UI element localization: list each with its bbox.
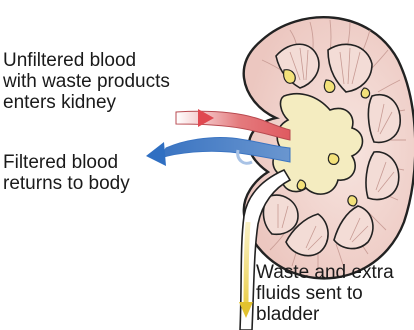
label-line: Filtered blood	[3, 152, 130, 173]
label-line: returns to body	[3, 173, 130, 194]
label-line: enters kidney	[3, 92, 170, 113]
ureter-flow	[246, 222, 248, 312]
arrow-left-icon	[146, 142, 166, 166]
label-line: Waste and extra	[256, 262, 394, 283]
label-unfiltered-blood: Unfiltered blood with waste products ent…	[3, 50, 170, 113]
label-waste-fluids: Waste and extra fluids sent to bladder	[256, 262, 394, 325]
label-filtered-blood: Filtered blood returns to body	[3, 152, 130, 194]
label-line: bladder	[256, 304, 394, 325]
label-line: fluids sent to	[256, 283, 394, 304]
label-line: Unfiltered blood	[3, 50, 170, 71]
label-line: with waste products	[3, 71, 170, 92]
